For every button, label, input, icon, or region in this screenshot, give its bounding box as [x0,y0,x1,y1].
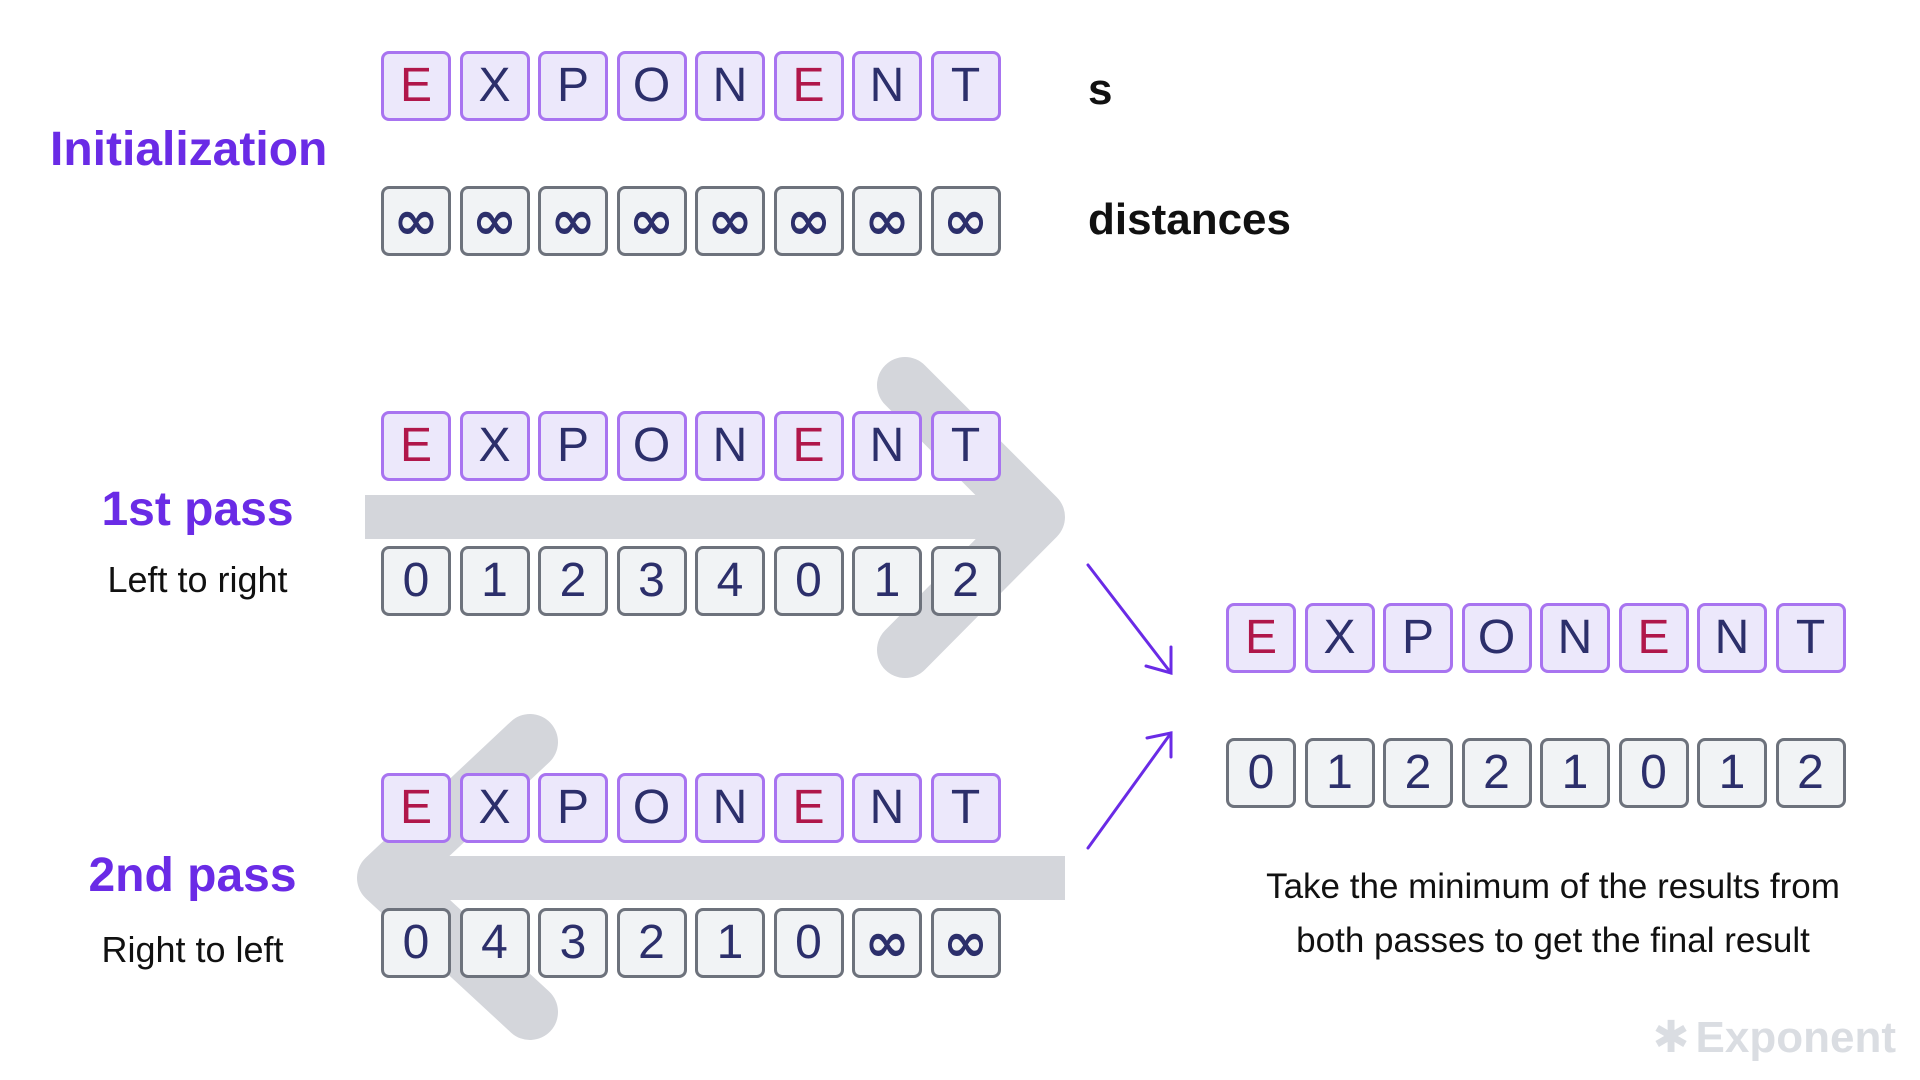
result-note-line1: Take the minimum of the results from [1266,867,1840,906]
letter-cell: O [616,411,687,481]
second-pass-subtitle: Right to left [101,929,284,970]
distance-cell: 1 [1304,738,1375,808]
distance-cell: ∞ [930,908,1001,978]
distance-cell: 0 [1618,738,1689,808]
distance-cell: 4 [695,546,765,616]
distance-cell: 4 [459,908,530,978]
distance-cell: 0 [773,908,844,978]
distance-cell: 2 [1461,738,1532,808]
result-note-line2: both passes to get the final result [1296,921,1810,960]
logo-text: Exponent [1695,1012,1896,1062]
letter-cell: E [381,51,451,121]
distance-cell: ∞ [459,186,530,256]
letter-cell: E [381,773,451,843]
letter-cell: T [930,411,1001,481]
distance-cell: 0 [381,546,451,616]
distance-cell: 3 [538,908,608,978]
letter-cell: X [459,773,530,843]
merge-arrow-up-icon [1086,731,1173,850]
distance-cell: ∞ [538,186,608,256]
letter-cell: P [538,411,608,481]
distance-cell: 0 [1226,738,1296,808]
distance-cell: ∞ [852,908,922,978]
letter-cell: N [1540,603,1610,673]
letter-cell: P [538,773,608,843]
distance-cell: 2 [616,908,687,978]
init-distances-row: ∞∞∞∞∞∞∞∞ [381,186,1001,256]
letter-cell: E [773,411,844,481]
distance-cell: ∞ [773,186,844,256]
distance-cell: 2 [1383,738,1453,808]
initialization-title: Initialization [50,123,328,176]
first-pass-title: 1st pass [101,483,294,536]
distance-cell: 2 [538,546,608,616]
letter-cell: T [930,51,1001,121]
exponent-logo: ✱ Exponent [1653,1012,1896,1063]
letter-cell: N [695,411,765,481]
distance-cell: 1 [459,546,530,616]
letter-cell: E [381,411,451,481]
distance-cell: 2 [1775,738,1846,808]
letter-cell: N [852,773,922,843]
distance-cell: 2 [930,546,1001,616]
letter-cell: N [695,51,765,121]
second-pass-title: 2nd pass [88,849,297,902]
distance-cell: ∞ [381,186,451,256]
first-pass-subtitle: Left to right [107,559,288,600]
letter-cell: X [459,51,530,121]
distances-label: distances [1088,195,1291,244]
distance-cell: ∞ [616,186,687,256]
letter-cell: E [773,51,844,121]
letter-cell: X [459,411,530,481]
letter-cell: X [1304,603,1375,673]
letter-cell: O [1461,603,1532,673]
asterisk-icon: ✱ [1652,1013,1690,1062]
distance-cell: ∞ [930,186,1001,256]
letter-cell: P [1383,603,1453,673]
distance-cell: 0 [381,908,451,978]
letter-cell: E [773,773,844,843]
s-label: s [1088,65,1113,114]
letter-cell: E [1226,603,1296,673]
distance-cell: 1 [1540,738,1610,808]
result-note: Take the minimum of the results from bot… [1203,860,1903,968]
letter-cell: P [538,51,608,121]
letter-cell: O [616,773,687,843]
distance-cell: 1 [695,908,765,978]
letter-cell: T [930,773,1001,843]
distance-cell: 3 [616,546,687,616]
letter-cell: N [695,773,765,843]
letter-cell: N [852,411,922,481]
letter-cell: E [1618,603,1689,673]
distance-cell: ∞ [852,186,922,256]
distance-cell: 0 [773,546,844,616]
letter-cell: N [1697,603,1767,673]
letter-cell: T [1775,603,1846,673]
letter-cell: N [852,51,922,121]
distance-cell: 1 [852,546,922,616]
distance-cell: 1 [1697,738,1767,808]
letter-cell: O [616,51,687,121]
merge-arrow-down-icon [1086,563,1173,675]
distance-cell: ∞ [695,186,765,256]
